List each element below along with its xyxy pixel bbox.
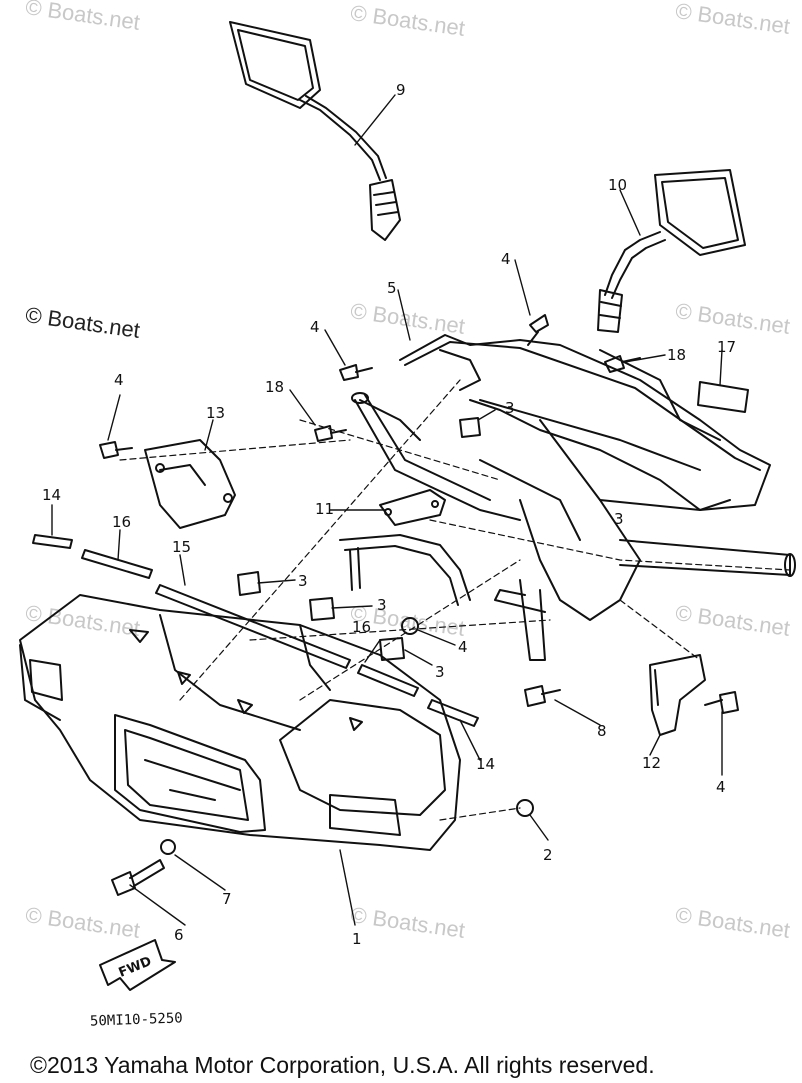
fwd-arrow <box>99 939 176 991</box>
callout-6: 6 <box>174 926 184 944</box>
callout-14: 14 <box>42 486 61 504</box>
callout-9: 9 <box>396 81 406 99</box>
callout-4: 4 <box>501 250 511 268</box>
assembly-lines <box>119 379 791 821</box>
mirror-right-part-10 <box>597 169 746 333</box>
handlebar-bracket-assembly <box>351 334 796 661</box>
callout-2: 2 <box>543 846 553 864</box>
diagram-code: 50MI10-5250 <box>89 1010 183 1030</box>
callout-3: 3 <box>377 596 387 614</box>
fasteners <box>99 314 749 896</box>
callout-4: 4 <box>716 778 726 796</box>
callout-12: 12 <box>642 754 661 772</box>
callout-4: 4 <box>114 371 124 389</box>
bracket-part-12 <box>649 654 706 736</box>
callout-3: 3 <box>298 572 308 590</box>
callout-10: 10 <box>608 176 627 194</box>
bracket-part-11 <box>339 489 471 606</box>
callout-8: 8 <box>597 722 607 740</box>
callout-4: 4 <box>458 638 468 656</box>
headlight-cowl-part-1 <box>19 594 461 851</box>
seal-strip-parts-14-15-16 <box>32 534 479 727</box>
callout-14: 14 <box>476 755 495 773</box>
leader-lines <box>51 94 723 926</box>
callout-3: 3 <box>435 663 445 681</box>
callout-16: 16 <box>352 618 371 636</box>
fwd-label: FWD <box>117 954 154 981</box>
bracket-part-13 <box>144 439 236 529</box>
callout-18: 18 <box>265 378 284 396</box>
copyright-notice: ©2013 Yamaha Motor Corporation, U.S.A. A… <box>30 1052 655 1078</box>
callout-3: 3 <box>614 510 624 528</box>
callout-4: 4 <box>310 318 320 336</box>
callout-7: 7 <box>222 890 232 908</box>
callout-labels: 1 2 3 3 3 3 3 4 4 4 4 4 5 6 7 8 9 10 11 … <box>42 81 736 948</box>
callout-16: 16 <box>112 513 131 531</box>
mirror-left-part-9 <box>229 21 401 241</box>
callout-18: 18 <box>667 346 686 364</box>
callout-5: 5 <box>387 279 397 297</box>
callout-17: 17 <box>717 338 736 356</box>
callout-15: 15 <box>172 538 191 556</box>
callout-11: 11 <box>315 500 334 518</box>
callout-1: 1 <box>352 930 362 948</box>
callout-3: 3 <box>505 399 515 417</box>
callout-13: 13 <box>206 404 225 422</box>
